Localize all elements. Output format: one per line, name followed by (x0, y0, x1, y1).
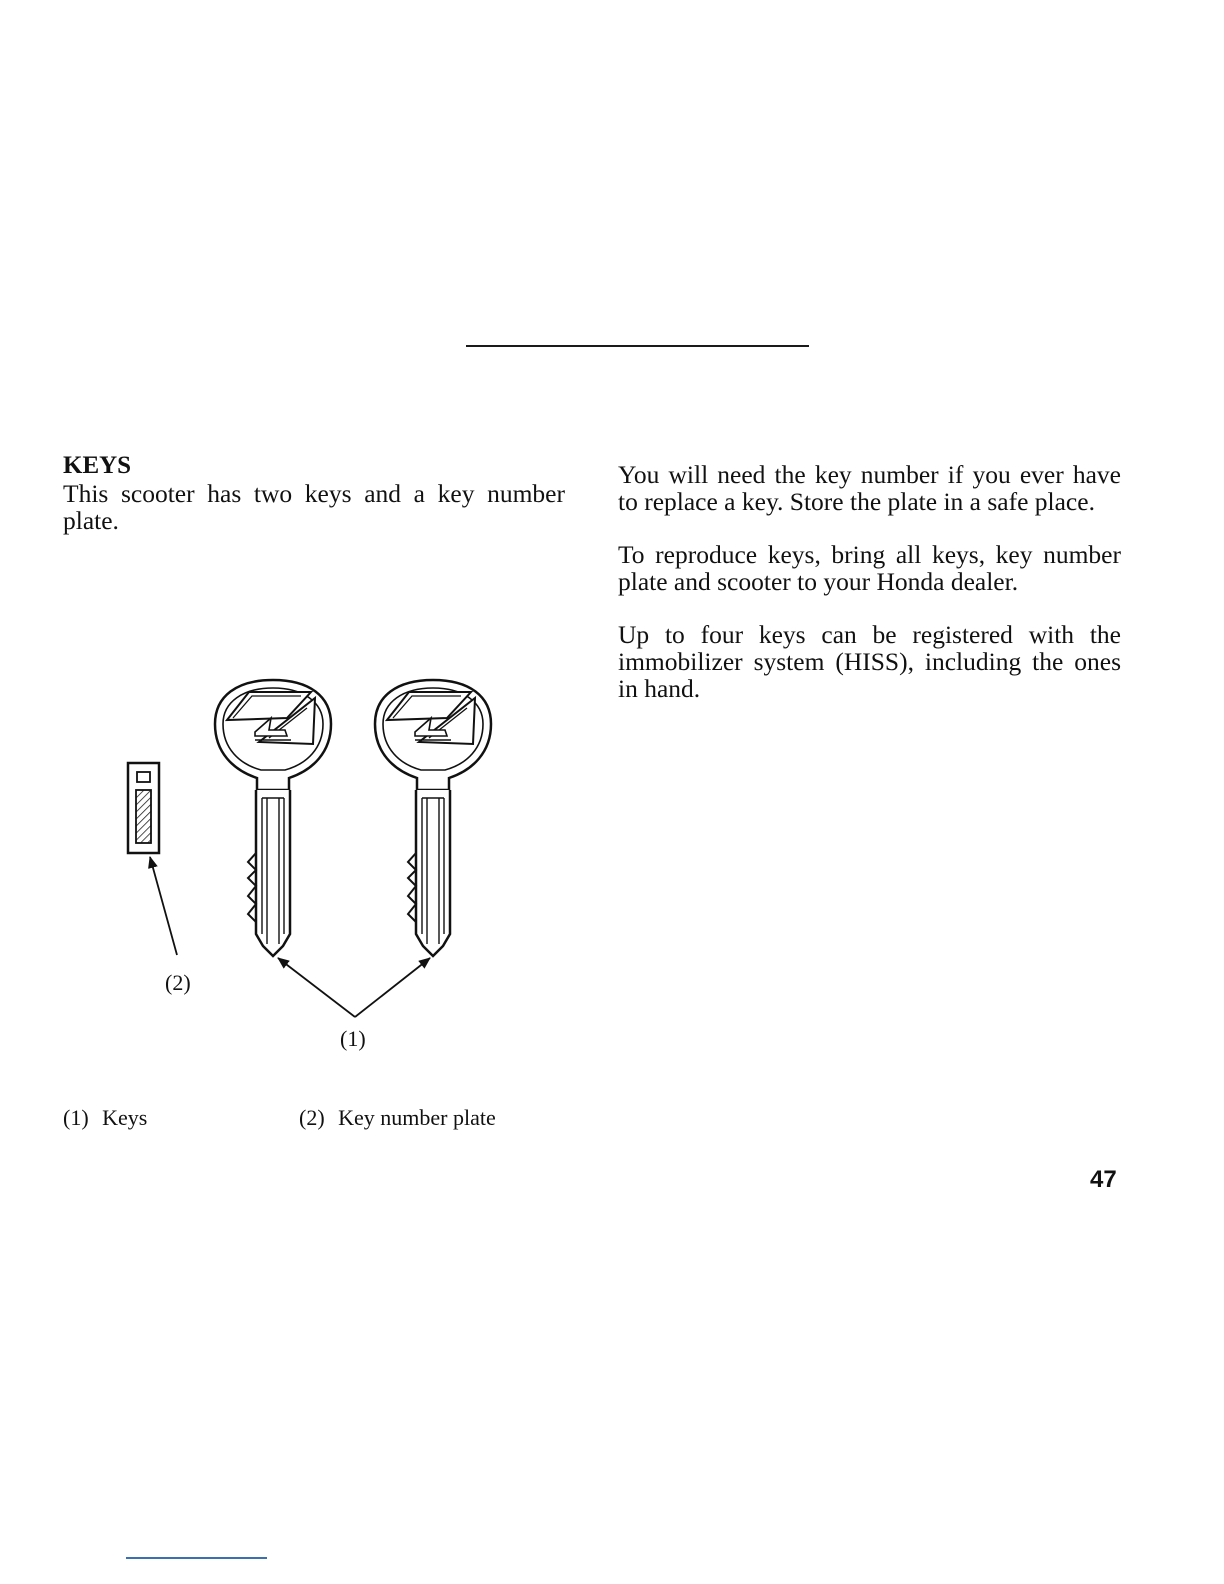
intro-paragraph: This scooter has two keys and a key numb… (63, 479, 565, 535)
left-column: KEYS This scooter has two keys and a key… (63, 452, 565, 534)
paragraph-immobilizer: Up to four keys can be registered with t… (618, 620, 1121, 703)
callout-plate: (2) (165, 970, 191, 995)
page-number: 47 (1090, 1166, 1117, 1193)
key-left (213, 678, 333, 958)
key-number-plate (126, 761, 161, 855)
section-heading: KEYS (63, 452, 132, 479)
caption-keys-number: (1) (63, 1105, 89, 1130)
paragraph-key-number: You will need the key number if you ever… (618, 460, 1121, 516)
caption-keys-text: Keys (102, 1105, 148, 1130)
caption-plate: (2) Key number plate (299, 1105, 496, 1131)
plate-leader-line (148, 856, 178, 956)
key-right (373, 678, 493, 958)
caption-plate-text: Key number plate (338, 1105, 496, 1130)
bottom-rule (126, 1557, 267, 1559)
keys-leader-left (277, 957, 356, 1018)
callout-keys: (1) (340, 1026, 366, 1051)
keys-leader-right (354, 957, 431, 1018)
paragraph-reproduce-keys: To reproduce keys, bring all keys, key n… (618, 540, 1121, 596)
top-rule (466, 345, 809, 347)
caption-plate-number: (2) (299, 1105, 325, 1130)
caption-keys: (1) Keys (63, 1105, 147, 1131)
right-column: You will need the key number if you ever… (618, 461, 1121, 728)
